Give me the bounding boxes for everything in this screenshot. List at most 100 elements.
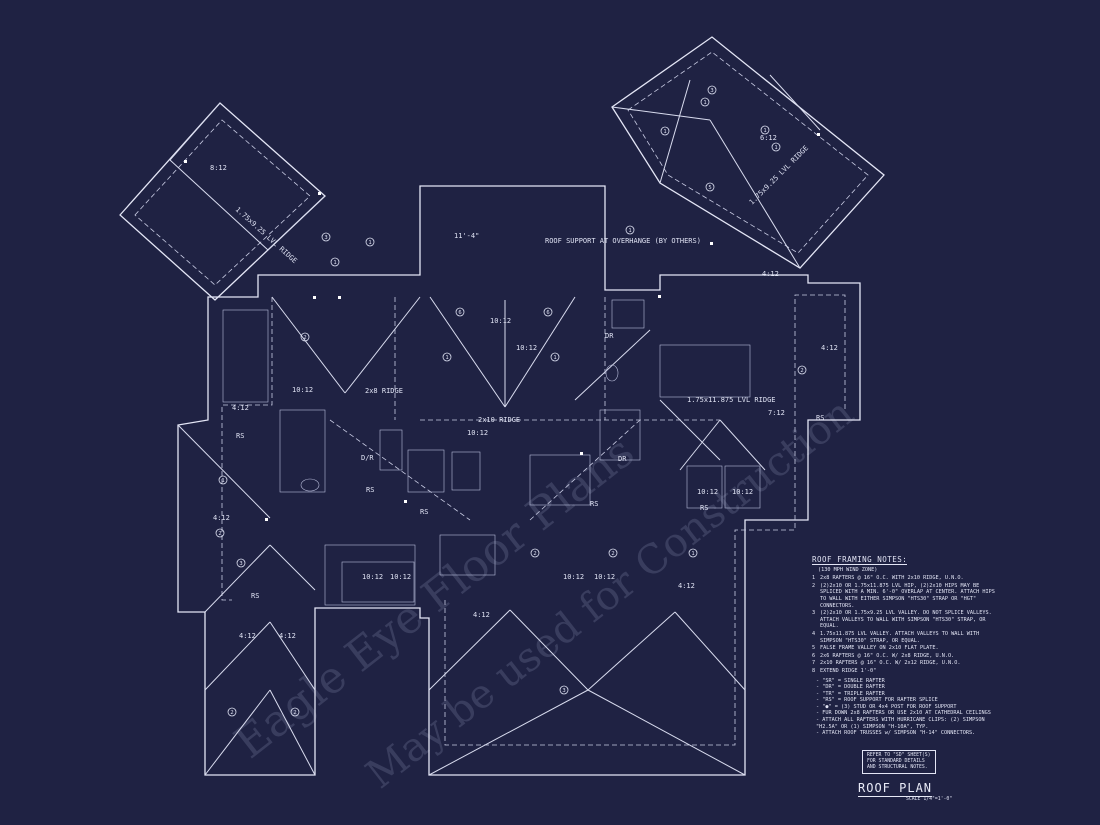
lvl-ridge-label: 1.75x9.25 LVL RIDGE [234, 206, 299, 266]
slope-label: 10:12 [490, 317, 511, 325]
slope-label: 10:12 [516, 344, 537, 352]
abbreviation-list: - "SR" = SINGLE RAFTER - "DR" = DOUBLE R… [812, 678, 1002, 737]
note-number: 7 [812, 660, 816, 667]
abbreviation-item: - ATTACH ROOF TRUSSES w/ SIMPSON "H-14" … [816, 730, 976, 737]
ridge-label: 2x8 RIDGE [365, 387, 403, 395]
dimension-label: 11'-4" [454, 232, 479, 240]
abbreviation-item: - FUR DOWN 2x8 RAFTERS OR USE 2x10 AT CA… [816, 710, 991, 717]
svg-text:1: 1 [628, 228, 631, 234]
slope-label: 10:12 [697, 488, 718, 496]
svg-text:1: 1 [663, 129, 666, 135]
note-text: (2)2x10 OR 1.75x11.875 LVL HIP, (2)2x10 … [820, 582, 995, 609]
svg-text:1: 1 [763, 128, 766, 134]
roof-framing-notes: ROOF FRAMING NOTES: (130 MPH WIND ZONE) … [812, 555, 1002, 737]
svg-text:1: 1 [445, 355, 448, 361]
svg-text:2: 2 [230, 710, 233, 716]
svg-text:6: 6 [546, 310, 549, 316]
svg-text:3: 3 [562, 688, 565, 694]
slope-label: 8:12 [210, 164, 227, 172]
slope-label: 4:12 [239, 632, 256, 640]
abbreviation-item: - "●" = (3) STUD OR 4x4 POST FOR ROOF SU… [816, 703, 957, 710]
dr-label: DR [618, 455, 627, 463]
rs-label: RS [420, 508, 428, 516]
slope-label: 10:12 [292, 386, 313, 394]
dr-label: DR [605, 332, 614, 340]
note-number: 3 [812, 610, 816, 617]
slope-label: 4:12 [232, 404, 249, 412]
svg-text:1: 1 [221, 478, 224, 484]
lvl-ridge-label: 1.75x11.875 LVL RIDGE [687, 396, 776, 404]
note-text: EXTEND RIDGE 1'-0" [820, 667, 877, 674]
svg-text:2: 2 [303, 335, 306, 341]
interior-rooms [222, 299, 761, 606]
note-text: FALSE FRAME VALLEY ON 2x10 FLAT PLATE. [820, 645, 939, 652]
slope-label: 4:12 [821, 344, 838, 352]
svg-text:3: 3 [710, 88, 713, 94]
note-callouts: 2 1 1 3 6 6 1 1 1 1 1 1 3 5 1 2 3 2 2 3 … [215, 85, 807, 717]
abbreviation-item: - "DR" = DOUBLE RAFTER [816, 684, 885, 691]
svg-text:2: 2 [800, 368, 803, 374]
svg-text:3: 3 [239, 561, 242, 567]
note-number: 5 [812, 645, 816, 652]
abbreviation-item: - "TR" = TRIPLE RAFTER [816, 690, 885, 697]
note-item: 7 2x10 RAFTERS @ 16" O.C. W/ 2x12 RIDGE, … [812, 660, 1002, 667]
svg-text:3: 3 [324, 235, 327, 241]
main-roof-outline [177, 185, 861, 776]
note-item: 5 FALSE FRAME VALLEY ON 2x10 FLAT PLATE. [812, 645, 1002, 652]
abbreviation-item: - "SR" = SINGLE RAFTER [816, 677, 885, 684]
note-item: 1 2x8 RAFTERS @ 16" O.C. WITH 2x10 RIDGE,… [812, 575, 1002, 582]
note-text: 2x8 RAFTERS @ 16" O.C. WITH 2x10 RIDGE, … [820, 575, 964, 582]
rs-label: RS [366, 486, 374, 494]
note-number: 8 [812, 667, 816, 674]
wind-zone: (130 MPH WIND ZONE) [818, 566, 878, 573]
note-number: 2 [812, 582, 816, 589]
note-item: 3 (2)2x10 OR 1.75x9.25 LVL VALLEY. DO NOT… [812, 610, 1002, 630]
svg-text:2: 2 [218, 531, 221, 537]
left-wing-roof [119, 102, 326, 301]
rs-label: RS [590, 500, 598, 508]
svg-text:2: 2 [293, 710, 296, 716]
svg-text:1: 1 [553, 355, 556, 361]
note-number: 6 [812, 652, 816, 659]
plan-title: ROOF PLAN [858, 781, 933, 797]
svg-text:2: 2 [533, 551, 536, 557]
watermark: Eagle Eye Floor Plans May be used for Co… [225, 390, 862, 798]
svg-text:1: 1 [333, 260, 336, 266]
right-wing-roof [611, 36, 885, 269]
svg-text:1: 1 [703, 100, 706, 106]
note-text: 1.75x11.875 LVL VALLEY. ATTACH VALLEYS T… [820, 630, 980, 644]
notes-title: ROOF FRAMING NOTES: [812, 555, 908, 565]
rs-label: RS [236, 432, 244, 440]
note-text: (2)2x10 OR 1.75x9.25 LVL VALLEY. DO NOT … [820, 610, 992, 630]
roof-hips-valleys [177, 296, 766, 776]
slope-label: 10:12 [467, 429, 488, 437]
slope-label: 10:12 [594, 573, 615, 581]
svg-text:5: 5 [708, 185, 711, 191]
support-note: ROOF SUPPORT AT OVERHANGE (BY OTHERS) [545, 237, 701, 245]
plan-scale: SCALE 1/4"=1'-0" [906, 797, 953, 802]
slope-label: 4:12 [473, 611, 490, 619]
note-item: 2 (2)2x10 OR 1.75x11.875 LVL HIP, (2)2x10… [812, 583, 1002, 609]
svg-text:2: 2 [611, 551, 614, 557]
svg-text:1: 1 [368, 240, 371, 246]
slope-label: 4:12 [279, 632, 296, 640]
svg-text:1: 1 [691, 551, 694, 557]
svg-text:6: 6 [458, 310, 461, 316]
support-posts [184, 133, 820, 521]
slope-label: 10:12 [563, 573, 584, 581]
slope-label: 10:12 [390, 573, 411, 581]
svg-text:1: 1 [774, 145, 777, 151]
lvl-ridge-label: 1.75x9.25 LVL RIDGE [748, 144, 810, 206]
slope-label: 10:12 [732, 488, 753, 496]
slope-label: 7:12 [768, 409, 785, 417]
rs-label: RS [700, 504, 708, 512]
ridge-label: 2x10 RIDGE [478, 416, 520, 424]
slope-label: 4:12 [762, 270, 779, 278]
note-text: 2x10 RAFTERS @ 16" O.C. W/ 2x12 RIDGE, U… [820, 660, 961, 667]
note-number: 1 [812, 575, 816, 582]
rs-label: RS [251, 592, 259, 600]
abbreviation-item: - "RS" = ROOF SUPPORT FOR RAFTER SPLICE [816, 697, 938, 704]
